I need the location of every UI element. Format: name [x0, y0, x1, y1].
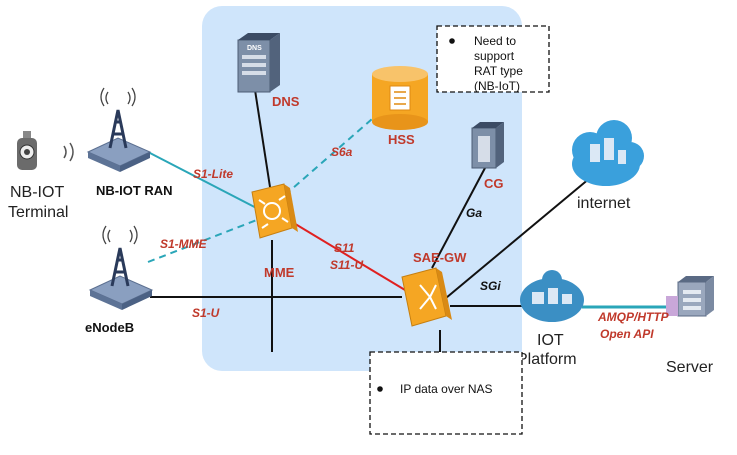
s1-lite-label: S1-Lite	[193, 167, 233, 181]
hss-note-line4: (NB-IoT)	[474, 79, 520, 93]
cg-building-icon	[471, 122, 504, 169]
ga-label: Ga	[466, 206, 482, 220]
server-icon	[666, 276, 714, 317]
nas-note-box	[369, 351, 523, 435]
dns-server-icon	[237, 33, 280, 93]
mme-label: MME	[264, 265, 295, 280]
hss-note-line3: RAT type	[474, 64, 523, 78]
terminal-label-line1: NB-IOT	[10, 184, 64, 201]
terminal-label-line2: Terminal	[8, 204, 68, 221]
s11-label: S11	[334, 241, 355, 255]
cg-label: CG	[484, 176, 504, 191]
hss-note-line1: Need to	[474, 34, 516, 48]
hss-database-icon	[372, 66, 428, 130]
iot-platform-icon	[520, 270, 584, 322]
dns-label: DNS	[272, 94, 300, 109]
s6a-label: S6a	[331, 145, 353, 159]
hss-note-box	[436, 25, 550, 93]
sae-gw-icon	[401, 267, 452, 327]
iot-platform-label-line2: Platform	[517, 351, 577, 368]
s1-u-label: S1-U	[192, 306, 220, 320]
nas-note-text: IP data over NAS	[400, 382, 493, 396]
enodeb-tower-icon	[88, 225, 154, 310]
open-api-label: Open API	[600, 327, 654, 341]
s11-link	[291, 221, 406, 291]
s1-mme-link	[147, 217, 263, 263]
s1-lite-link	[147, 151, 269, 215]
s6a-link	[284, 111, 381, 196]
sae-gw-label: SAE-GW	[413, 250, 467, 265]
s11-u-label: S11-U	[330, 258, 363, 272]
internet-link	[445, 177, 591, 299]
server-label: Server	[666, 359, 714, 376]
internet-cloud-icon	[572, 120, 644, 186]
amqp-label: AMQP/HTTP	[597, 310, 670, 324]
iot-platform-label-line1: IOT	[537, 332, 564, 349]
enodeb-label: eNodeB	[85, 320, 134, 335]
sgi-label: SGi	[480, 279, 501, 293]
hss-label: HSS	[388, 132, 415, 147]
internet-label: internet	[577, 195, 631, 212]
mme-icon	[251, 183, 298, 239]
nb-ran-label: NB-IOT RAN	[96, 183, 173, 198]
terminal-icon	[17, 131, 74, 170]
dns-box-text: DNS	[247, 45, 262, 52]
nb-ran-tower-icon	[86, 87, 152, 172]
ga-link	[431, 167, 486, 269]
s1-mme-label: S1-MME	[160, 237, 208, 251]
dns-link	[254, 89, 271, 188]
hss-note-line2: support	[474, 49, 515, 63]
